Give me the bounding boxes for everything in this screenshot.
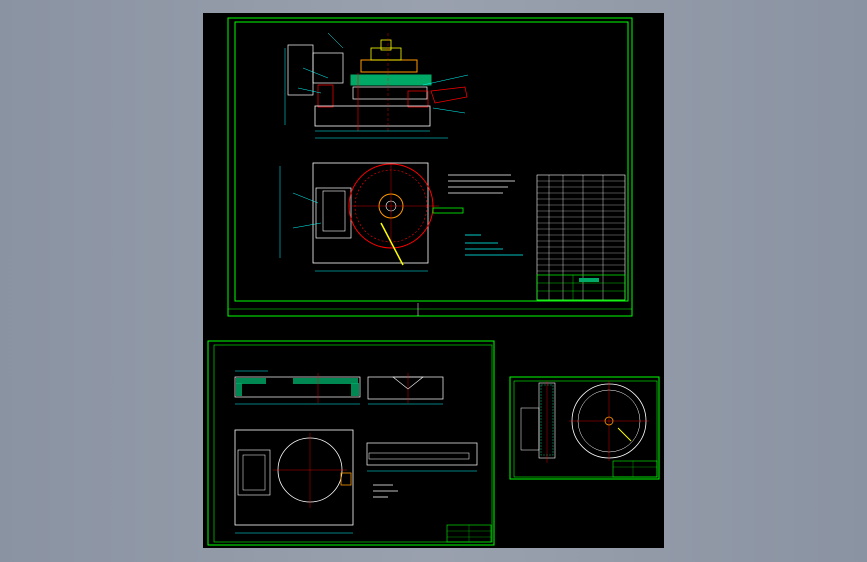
cad-drawing-viewport[interactable] bbox=[203, 13, 664, 548]
technical-notes bbox=[448, 174, 523, 256]
assembly-sheet bbox=[227, 17, 633, 317]
assembly-title-block bbox=[536, 274, 626, 301]
fixture-plan-view bbox=[569, 381, 649, 461]
parts-table bbox=[536, 174, 626, 301]
base-plate-plan-view bbox=[234, 429, 354, 534]
assembly-sheet-border bbox=[227, 17, 633, 317]
assembly-top-view bbox=[279, 162, 464, 272]
base-plate-sheet-border bbox=[207, 340, 495, 546]
base-plate-detail-view bbox=[366, 442, 478, 472]
base-plate-sheet bbox=[207, 340, 495, 546]
base-plate-notes bbox=[373, 484, 398, 498]
fixture-sheet-border bbox=[509, 376, 660, 480]
cad-drawing-canvas bbox=[207, 17, 660, 546]
fixture-section-view bbox=[520, 381, 556, 463]
base-plate-title-block bbox=[446, 524, 492, 543]
base-plate-side-view bbox=[367, 373, 444, 405]
assembly-inner-frame bbox=[234, 21, 629, 302]
fixture-sheet bbox=[509, 376, 660, 480]
fixture-title-block bbox=[612, 460, 658, 478]
assembly-front-view bbox=[284, 32, 469, 139]
base-plate-section-view bbox=[234, 370, 361, 405]
